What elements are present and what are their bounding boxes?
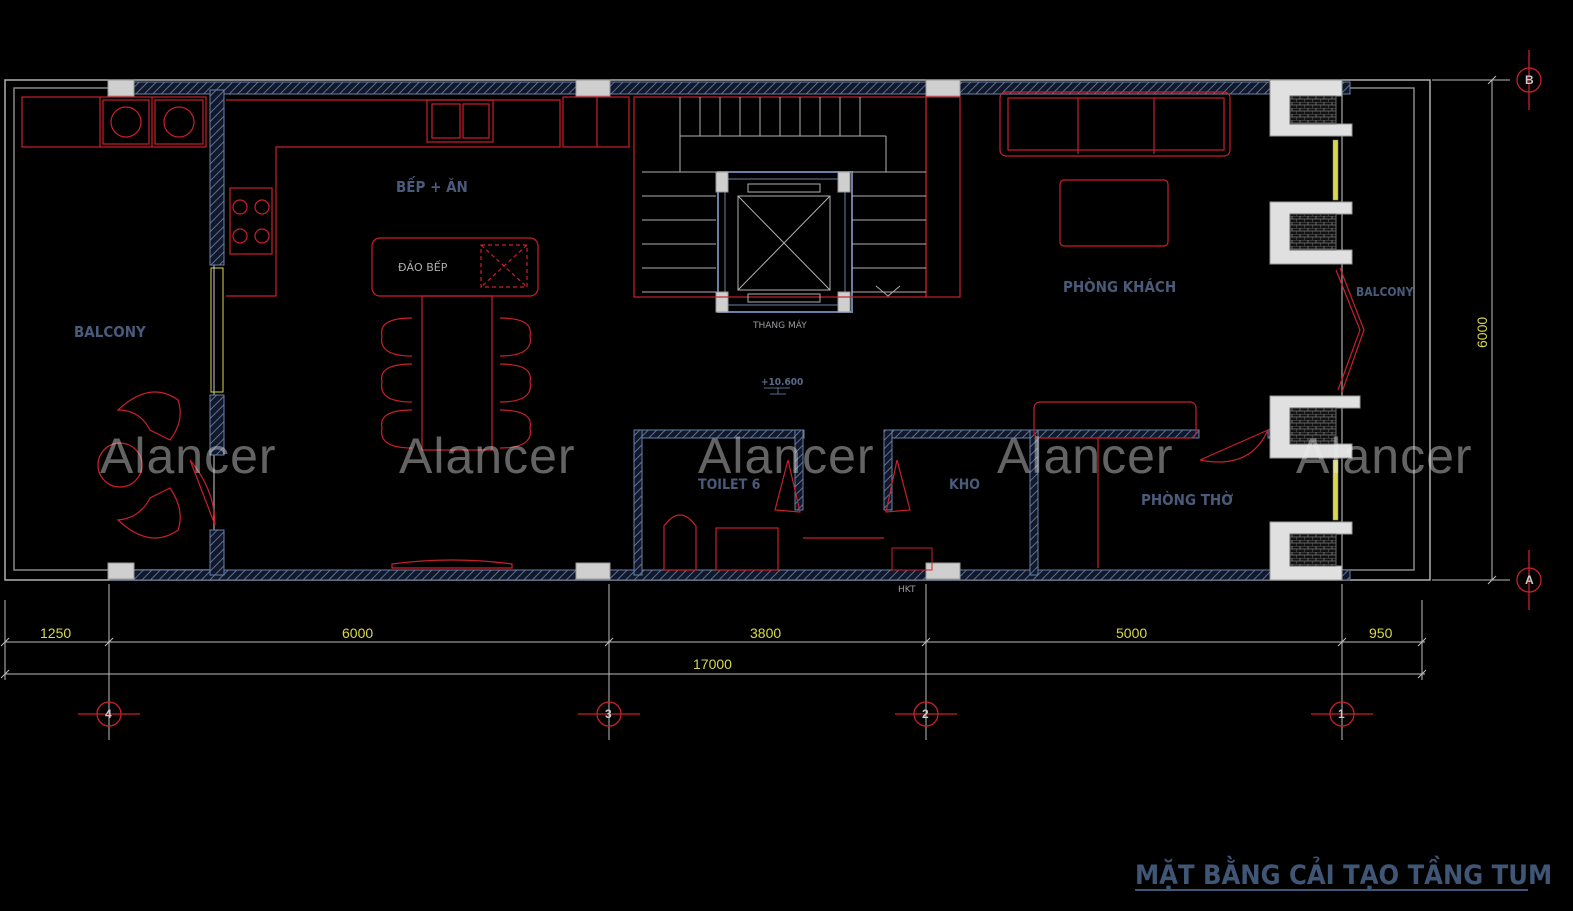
drawing-title: MẶT BẰNG CẢI TẠO TẦNG TUM bbox=[1135, 855, 1552, 891]
dimension-lines bbox=[0, 75, 1510, 740]
elevator-cab bbox=[737, 183, 831, 303]
walls bbox=[109, 81, 1351, 581]
axis-1: 1 bbox=[1338, 707, 1345, 721]
dim-segment-1: 1250 bbox=[40, 625, 71, 641]
label-island: ĐẢO BẾP bbox=[398, 260, 448, 274]
level-mark-symbol bbox=[764, 387, 790, 395]
dim-segment-5: 950 bbox=[1369, 625, 1393, 641]
dim-total: 17000 bbox=[693, 656, 732, 672]
duct-box bbox=[891, 547, 933, 571]
label-living: PHÒNG KHÁCH bbox=[1063, 277, 1176, 296]
stair-top-flight bbox=[679, 97, 887, 172]
dimension-texts: 1250 6000 3800 5000 950 17000 6000 bbox=[40, 317, 1490, 672]
axis-A: A bbox=[1525, 573, 1534, 587]
stair-left-flight bbox=[642, 171, 716, 293]
room-labels: BALCONY BẾP + ĂN ĐẢO BẾP THANG MÁY PHÒNG… bbox=[74, 175, 1414, 595]
watermark-3: Alancer bbox=[698, 428, 875, 484]
label-elevator: THANG MÁY bbox=[752, 319, 807, 331]
label-duct: HKT bbox=[898, 585, 916, 595]
axis-B: B bbox=[1525, 73, 1534, 87]
watermark-5: Alancer bbox=[1296, 428, 1473, 484]
window-left bbox=[210, 267, 224, 393]
dim-vertical: 6000 bbox=[1474, 317, 1490, 348]
label-balcony-right: BALCONY bbox=[1356, 285, 1414, 299]
stair-right-flight bbox=[852, 171, 926, 293]
facade-piers bbox=[1269, 79, 1361, 581]
staircase bbox=[642, 97, 926, 297]
label-kitchen: BẾP + ĂN bbox=[396, 175, 468, 196]
level-mark: +10.600 bbox=[761, 377, 803, 388]
dim-segment-2: 6000 bbox=[342, 625, 373, 641]
axis-2: 2 bbox=[922, 707, 929, 721]
label-balcony-left: BALCONY bbox=[74, 323, 146, 341]
axis-4: 4 bbox=[105, 707, 112, 721]
watermark-2: Alancer bbox=[399, 428, 576, 484]
watermark-4: Alancer bbox=[997, 428, 1174, 484]
label-worship: PHÒNG THỜ bbox=[1141, 490, 1233, 509]
furniture bbox=[21, 91, 1365, 571]
watermarks: Alancer Alancer Alancer Alancer Alancer bbox=[100, 428, 1473, 484]
axis-3: 3 bbox=[605, 707, 612, 721]
label-storage: KHO bbox=[949, 477, 980, 493]
dim-segment-3: 3800 bbox=[750, 625, 781, 641]
grid-axes bbox=[78, 50, 1542, 727]
watermark-1: Alancer bbox=[100, 428, 277, 484]
dim-segment-4: 5000 bbox=[1116, 625, 1147, 641]
columns bbox=[107, 79, 961, 580]
label-toilet: TOILET 6 bbox=[698, 477, 761, 493]
grid-axis-labels: 4 3 2 1 B A bbox=[105, 73, 1534, 721]
